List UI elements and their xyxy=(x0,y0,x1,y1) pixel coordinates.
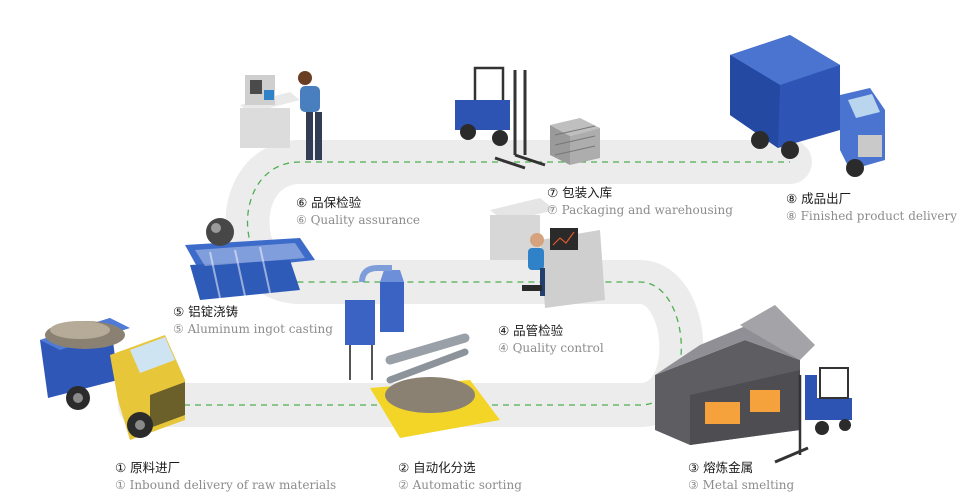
qc-workstation-icon xyxy=(490,198,605,308)
furnace-icon xyxy=(655,305,815,445)
sorting-machine-icon xyxy=(345,265,500,438)
step-3-title: ③ 熔炼金属 xyxy=(688,460,754,475)
step-6-subtitle: ⑥ Quality assurance xyxy=(296,213,421,228)
step-label-ingot-casting: ⑤ 铝锭浇铸 ⑤ Aluminum ingot casting xyxy=(173,304,333,337)
step-2-title: ② 自动化分选 xyxy=(398,460,476,475)
qa-lab-icon xyxy=(240,71,322,160)
forklift-icon xyxy=(774,367,852,464)
dump-truck-icon xyxy=(40,318,185,440)
ingot-stack-icon xyxy=(550,118,600,165)
step-label-delivery: ⑧ 成品出厂 ⑧ Finished product delivery xyxy=(786,191,958,224)
step-label-quality-assurance: ⑥ 品保检验 ⑥ Quality assurance xyxy=(296,195,421,228)
step-7-subtitle: ⑦ Packaging and warehousing xyxy=(547,203,733,218)
step-4-title: ④ 品管检验 xyxy=(498,323,564,338)
step-8-title: ⑧ 成品出厂 xyxy=(786,191,852,206)
semi-truck-icon xyxy=(730,35,885,177)
route-dashed-line xyxy=(140,161,790,406)
step-label-packaging: ⑦ 包装入库 ⑦ Packaging and warehousing xyxy=(547,185,733,218)
step-7-title: ⑦ 包装入库 xyxy=(547,185,613,200)
step-3-subtitle: ③ Metal smelting xyxy=(688,478,795,493)
step-6-title: ⑥ 品保检验 xyxy=(296,195,362,210)
step-label-sorting: ② 自动化分选 ② Automatic sorting xyxy=(398,460,522,493)
step-1-title: ① 原料进厂 xyxy=(115,460,181,475)
step-label-raw-materials: ① 原料进厂 ① Inbound delivery of raw materia… xyxy=(115,460,337,493)
step-label-smelting: ③ 熔炼金属 ③ Metal smelting xyxy=(688,460,795,493)
ingot-casting-icon xyxy=(185,218,315,300)
step-8-subtitle: ⑧ Finished product delivery xyxy=(786,209,958,224)
step-1-subtitle: ① Inbound delivery of raw materials xyxy=(115,478,337,493)
step-5-subtitle: ⑤ Aluminum ingot casting xyxy=(173,322,333,337)
step-label-quality-control: ④ 品管检验 ④ Quality control xyxy=(498,323,604,356)
step-5-title: ⑤ 铝锭浇铸 xyxy=(173,304,239,319)
step-4-subtitle: ④ Quality control xyxy=(498,341,604,356)
step-2-subtitle: ② Automatic sorting xyxy=(398,478,522,493)
warehouse-forklift-icon xyxy=(455,66,546,170)
